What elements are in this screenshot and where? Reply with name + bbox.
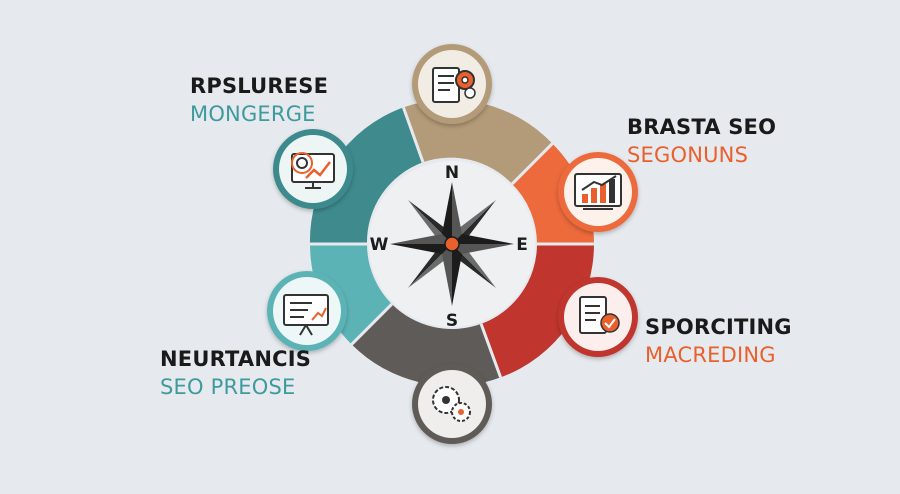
gears-icon	[412, 364, 492, 444]
ring-segment-teal-dark	[309, 107, 423, 245]
ring-segment-gray	[351, 304, 501, 386]
compass-east-label: E	[516, 235, 528, 255]
compass-south-label: S	[446, 311, 458, 331]
label-top-left-title: RPSLURESE	[190, 74, 329, 98]
checklist-gear-icon	[412, 44, 492, 124]
label-bottom-left-subtitle: SEO PREOSE	[160, 375, 296, 399]
label-top-right-title: BRASTA SEO	[627, 115, 777, 139]
label-bottom-right-title: SPORCITING	[645, 315, 792, 339]
compass-rose-icon	[390, 182, 514, 306]
ring-segment-red	[481, 244, 594, 378]
label-bottom-left-title: NEURTANCIS	[160, 347, 312, 371]
growth-chart-icon	[558, 152, 638, 232]
label-top-right: BRASTA SEO SEGONUNS	[627, 113, 776, 169]
label-top-right-subtitle: SEGONUNS	[627, 143, 749, 167]
presentation-board-icon	[267, 271, 347, 351]
document-check-icon	[558, 277, 638, 357]
compass-west-label: W	[370, 235, 389, 255]
label-bottom-left: NEURTANCIS SEO PREOSE	[160, 345, 311, 401]
label-top-left: RPSLURESE MONGERGE	[190, 72, 328, 128]
label-top-left-subtitle: MONGERGE	[190, 102, 316, 126]
label-bottom-right: SPORCITING MACREDING	[645, 313, 792, 369]
target-chart-icon	[273, 129, 353, 209]
compass-north-label: N	[445, 163, 459, 183]
ring-segment-teal-light	[310, 244, 392, 345]
label-bottom-right-subtitle: MACREDING	[645, 343, 776, 367]
